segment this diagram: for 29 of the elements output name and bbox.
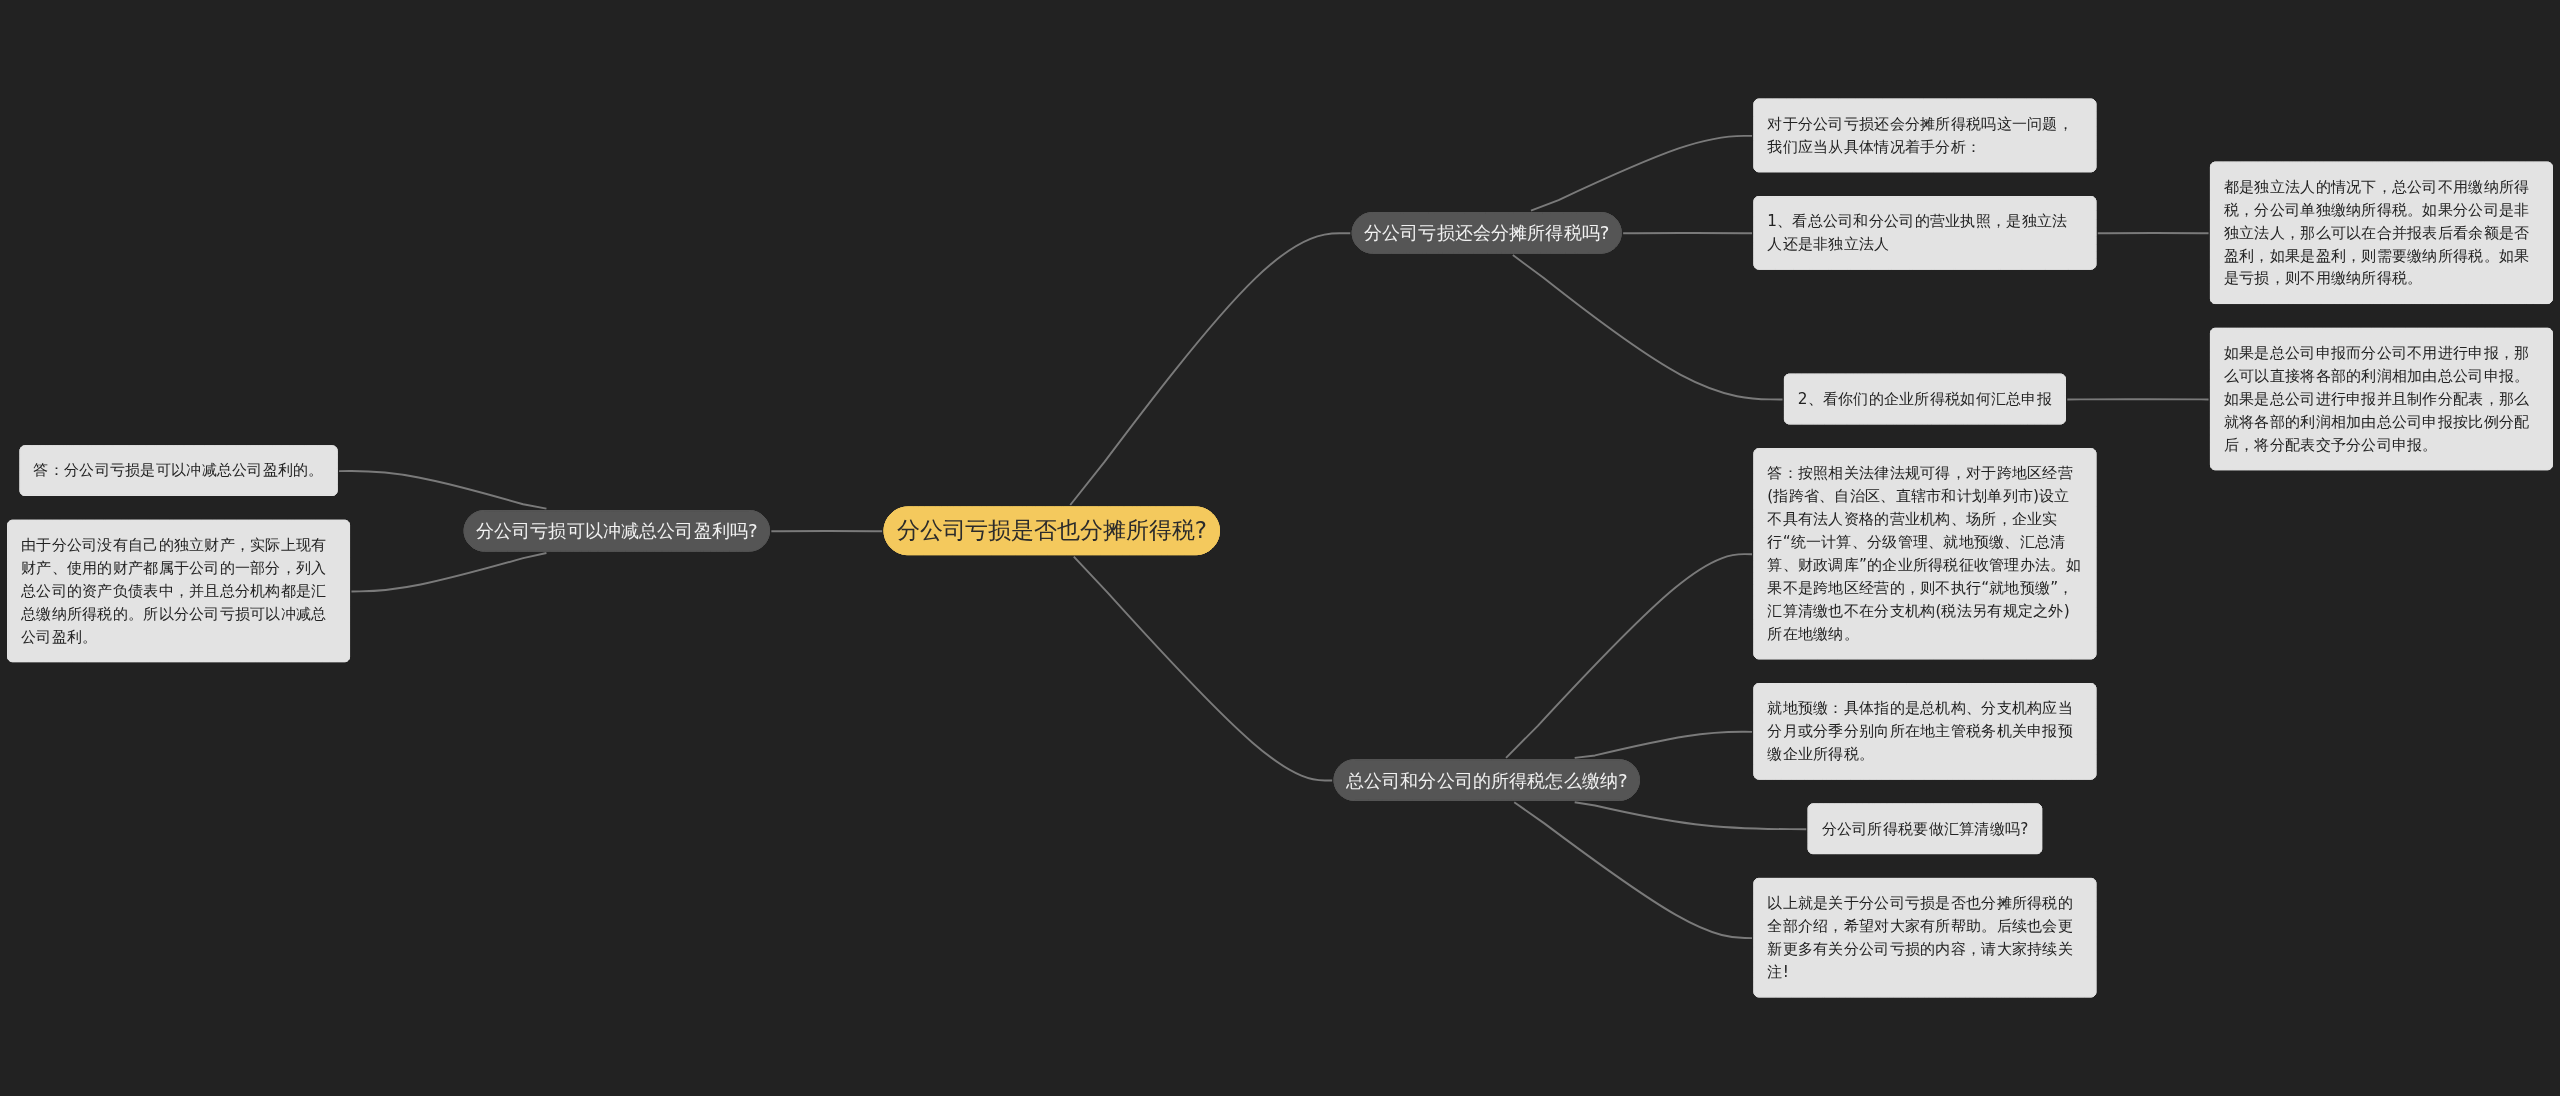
connector-line [1573,730,1754,759]
note-card: 如果是总公司申报而分公司不用进行申报，那么可以直接将各部的利润相加由总公司申报。如果是总公司进行申报并且制作分配表，那么就将各部的利润相加由总公司申报按比例分配后，将分配表交予分公司申报。 [2210,327,2553,471]
connector-line [1505,553,1754,759]
branch-topic: 分公司亏损还会分摊所得税吗? [1351,212,1622,254]
connector-line [770,530,884,533]
connector-line [1511,254,1784,401]
note-card: 由于分公司没有自己的独立财产，实际上现有财产、使用的财产都属于公司的一部分，列入总公司的资产负债表中，并且总分机构都是汇总缴纳所得税的。所以分公司亏损可以冲减总公司盈利。 [7,519,350,663]
note-card: 1、看总公司和分公司的营业执照，是独立法人还是非独立法人 [1753,196,2097,270]
connector-line [1622,232,1754,235]
connector-line [2096,232,2210,235]
connector-line [1530,134,1754,212]
connector-line [1069,232,1352,506]
central-topic: 分公司亏损是否也分摊所得税? [883,506,1220,556]
note-card: 2、看你们的企业所得税如何汇总申报 [1783,373,2066,425]
connector-line [338,470,548,510]
connector-line [350,552,548,593]
note-card: 都是独立法人的情况下，总公司不用缴纳所得税，分公司单独缴纳所得税。如果分公司是非独立法人，那么可以在合并报表后看余额是否盈利，如果是盈利，则需要缴纳所得税。如果是亏损，则不用缴纳所得税。 [2210,161,2553,304]
connector-line [1072,555,1334,782]
branch-topic: 总公司和分公司的所得税怎么缴纳? [1333,759,1640,801]
note-card: 分公司所得税要做汇算清缴吗? [1807,803,2043,855]
note-card: 就地预缴：具体指的是总机构、分支机构应当分月或分季分别向所在地主管税务机关申报预缴企业所得税。 [1753,683,2097,780]
note-card: 对于分公司亏损还会分摊所得税吗这一问题，我们应当从具体情况着手分析： [1753,98,2097,173]
note-card: 以上就是关于分公司亏损是否也分摊所得税的全部介绍，希望对大家有所帮助。后续也会更新更多有关分公司亏损的内容，请大家持续关注! [1753,877,2097,998]
connector-line [1513,801,1754,940]
note-card: 答：按照相关法律法规可得，对于跨地区经营(指跨省、自治区、直辖市和计划单列市)设立不具有法人资格的营业机构、场所，企业实行“统一计算、分级管理、就地预缴、汇总清算、财政调库”的企业所得税征收管理办法。如果不是跨地区经营的，则不执行“就地预缴”，汇算清缴也不在分支机构(税法另有规定之外)所在地缴纳。 [1753,448,2097,660]
note-card: 答：分公司亏损是可以冲减总公司盈利的。 [19,445,338,496]
connector-line [1573,801,1808,831]
branch-topic: 分公司亏损可以冲减总公司盈利吗? [463,510,770,552]
connector-line [2066,398,2210,401]
